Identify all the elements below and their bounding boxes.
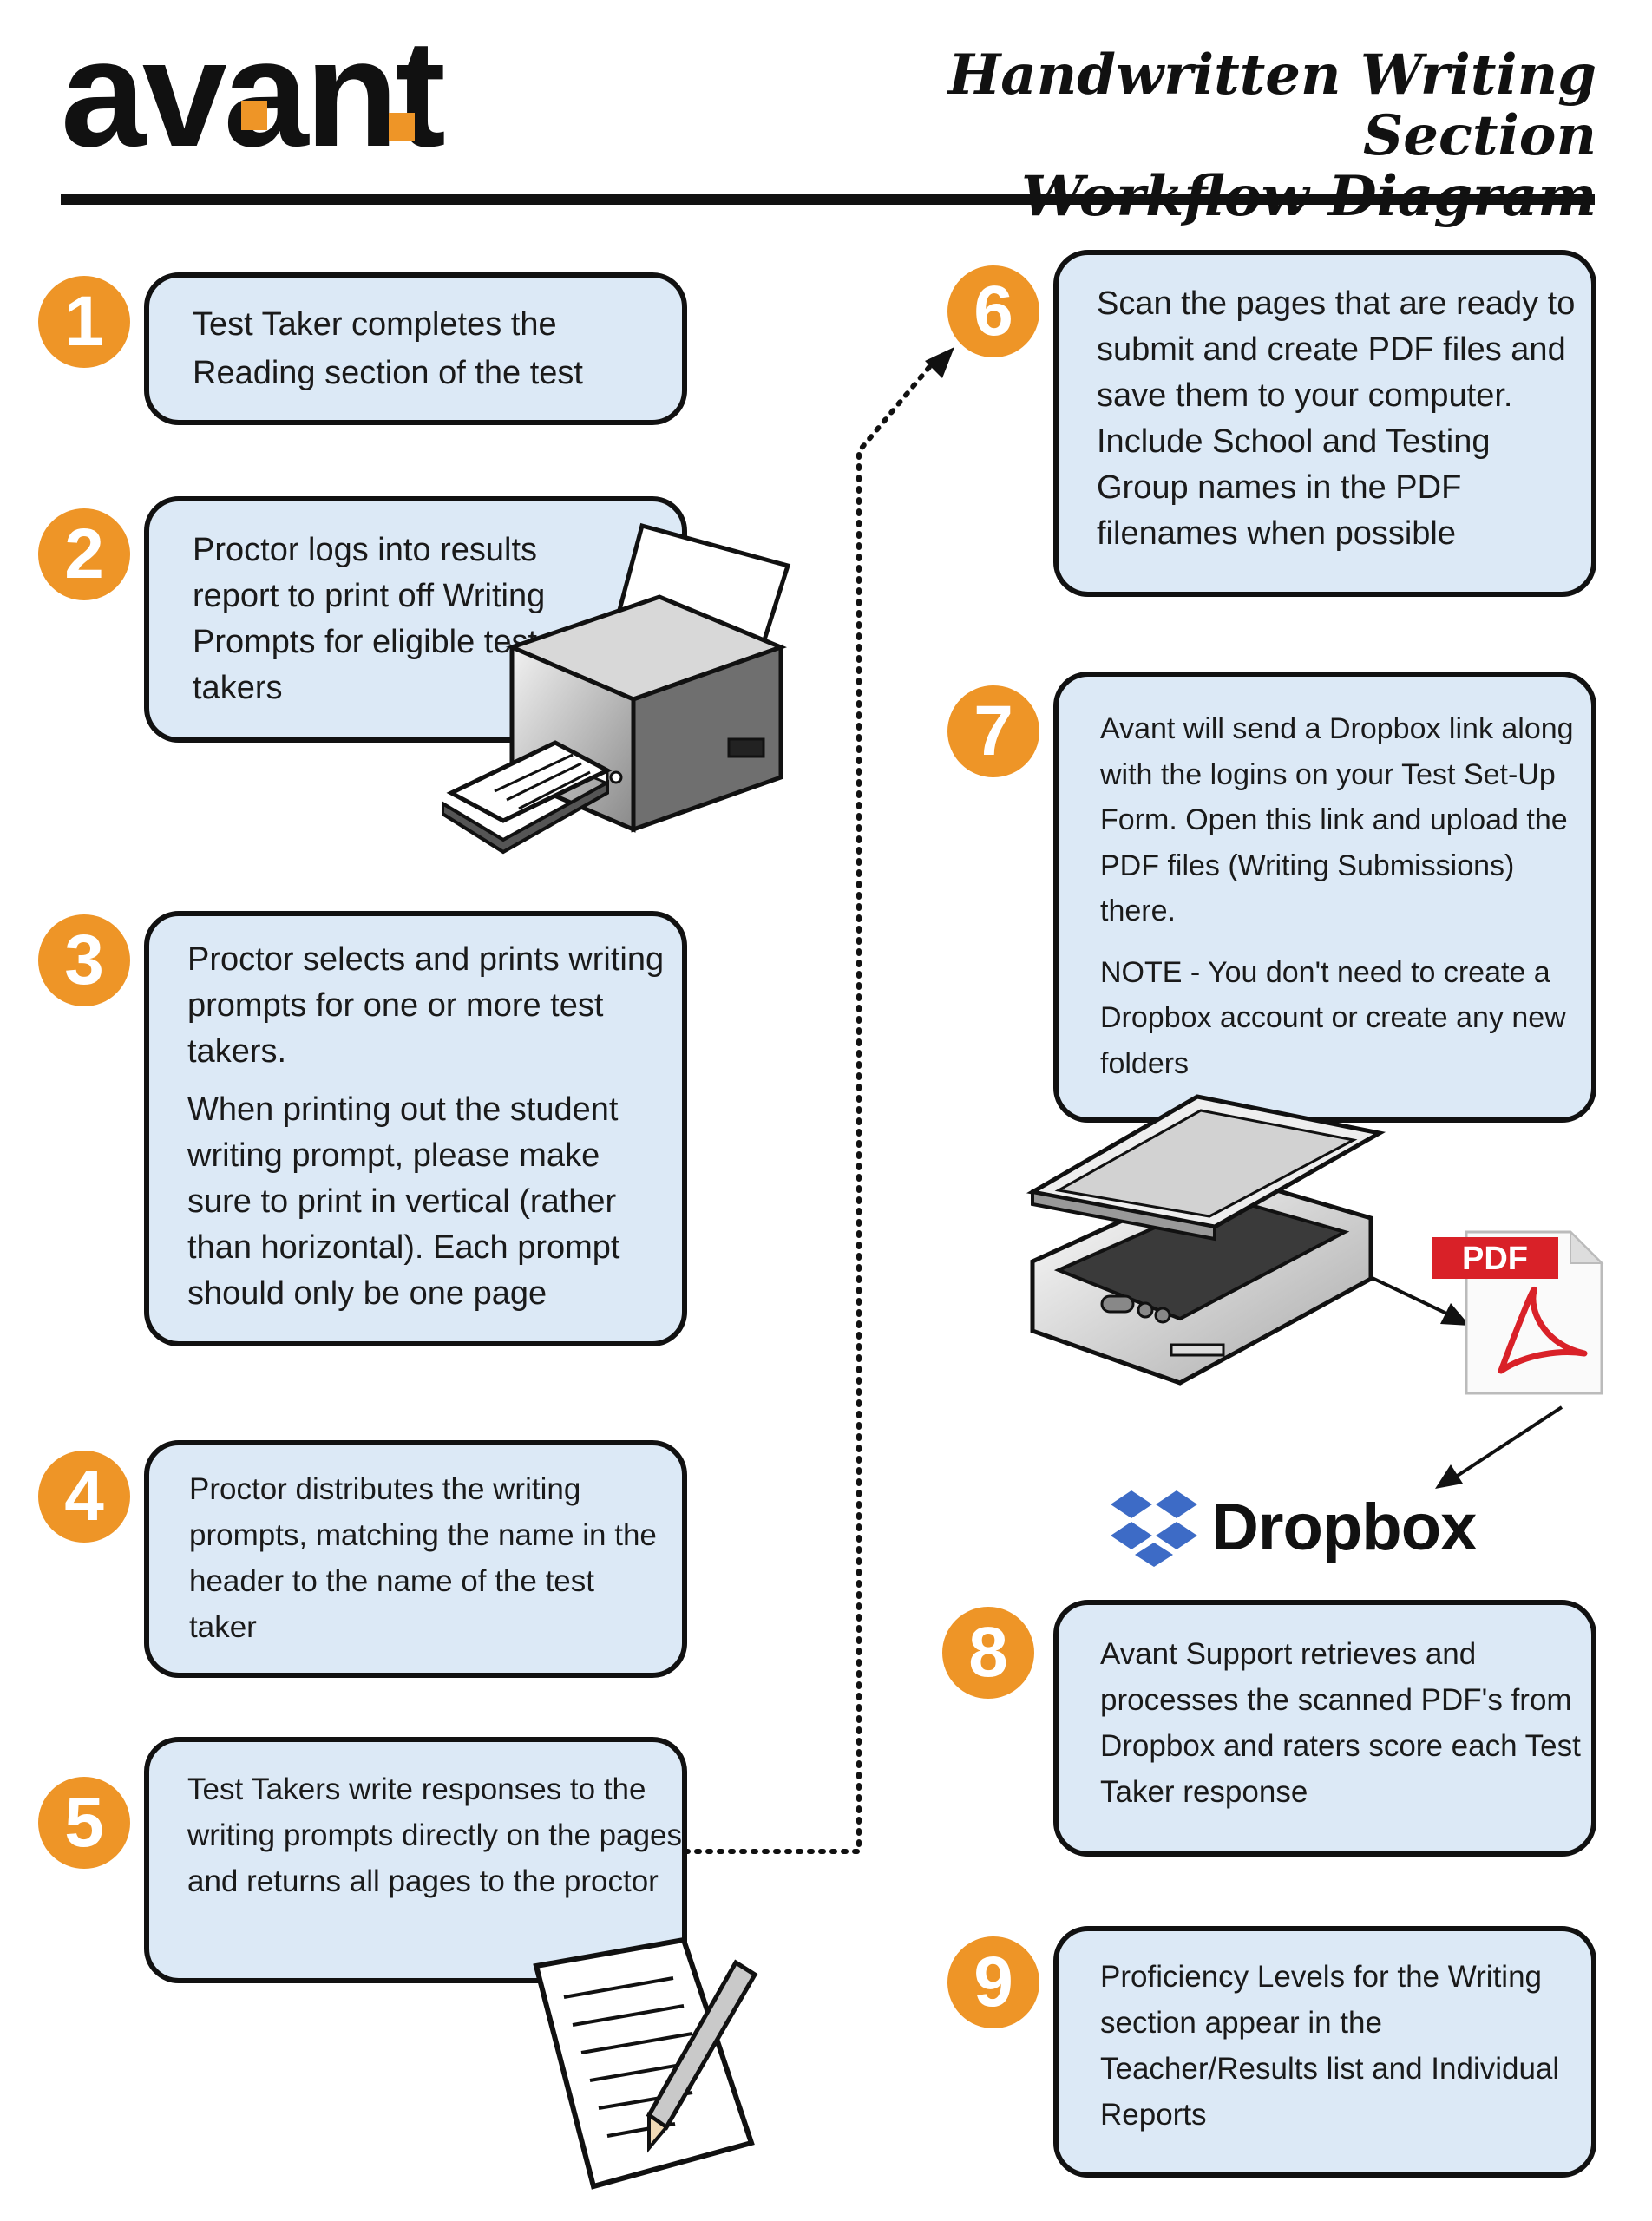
step-7-number: 7	[947, 685, 1039, 777]
step-1-number: 1	[38, 276, 130, 368]
step-8-number: 8	[942, 1607, 1034, 1699]
step-3-text-b: When printing out the student writing pr…	[187, 1091, 620, 1312]
logo-text: avant	[61, 26, 444, 165]
dropbox-label: Dropbox	[1211, 1490, 1477, 1564]
step-7-box: Avant will send a Dropbox link along wit…	[1053, 672, 1596, 1123]
step-2-text: Proctor logs into results report to prin…	[193, 532, 546, 706]
step-3-text-a: Proctor selects and prints writing promp…	[187, 941, 665, 1070]
step-5-text: Test Takers write responses to the writi…	[187, 1772, 682, 1898]
step-6-box: Scan the pages that are ready to submit …	[1053, 250, 1596, 597]
step-4-box: Proctor distributes the writing prompts,…	[144, 1440, 687, 1678]
step-1-box: Test Taker completes the Reading section…	[144, 272, 687, 425]
step-7-text-b: NOTE - You don't need to create a Dropbo…	[1100, 955, 1566, 1080]
step-3-box: Proctor selects and prints writing promp…	[144, 911, 687, 1346]
step-9-box: Proficiency Levels for the Writing secti…	[1053, 1926, 1596, 2178]
step-4-text: Proctor distributes the writing prompts,…	[189, 1472, 657, 1644]
title-line-1: Handwritten Writing Section	[947, 43, 1596, 168]
printer-icon	[442, 522, 791, 855]
step-9-number: 9	[947, 1936, 1039, 2028]
step-8-text: Avant Support retrieves and processes th…	[1100, 1637, 1581, 1809]
paper-pencil-icon	[533, 1936, 758, 2190]
step-9-text: Proficiency Levels for the Writing secti…	[1100, 1960, 1560, 2132]
avant-logo: avant	[61, 26, 448, 165]
step-8-box: Avant Support retrieves and processes th…	[1053, 1600, 1596, 1857]
step-1-text: Test Taker completes the Reading section…	[193, 306, 583, 391]
step-4-number: 4	[38, 1451, 130, 1543]
header-divider	[61, 194, 1595, 205]
pdf-icon: PDF	[1432, 1229, 1604, 1395]
scanner-icon	[1026, 1094, 1386, 1386]
pdf-label: PDF	[1462, 1241, 1528, 1277]
step-3-number: 3	[38, 914, 130, 1006]
step-7-text-a: Avant will send a Dropbox link along wit…	[1100, 712, 1574, 927]
dropbox-icon	[1111, 1490, 1197, 1567]
dropbox-logo: Dropbox	[1109, 1487, 1508, 1574]
step-2-number: 2	[38, 508, 130, 600]
step-6-text: Scan the pages that are ready to submit …	[1097, 285, 1576, 552]
step-6-number: 6	[947, 265, 1039, 357]
step-5-box: Test Takers write responses to the writi…	[144, 1737, 687, 1983]
step-5-number: 5	[38, 1777, 130, 1869]
